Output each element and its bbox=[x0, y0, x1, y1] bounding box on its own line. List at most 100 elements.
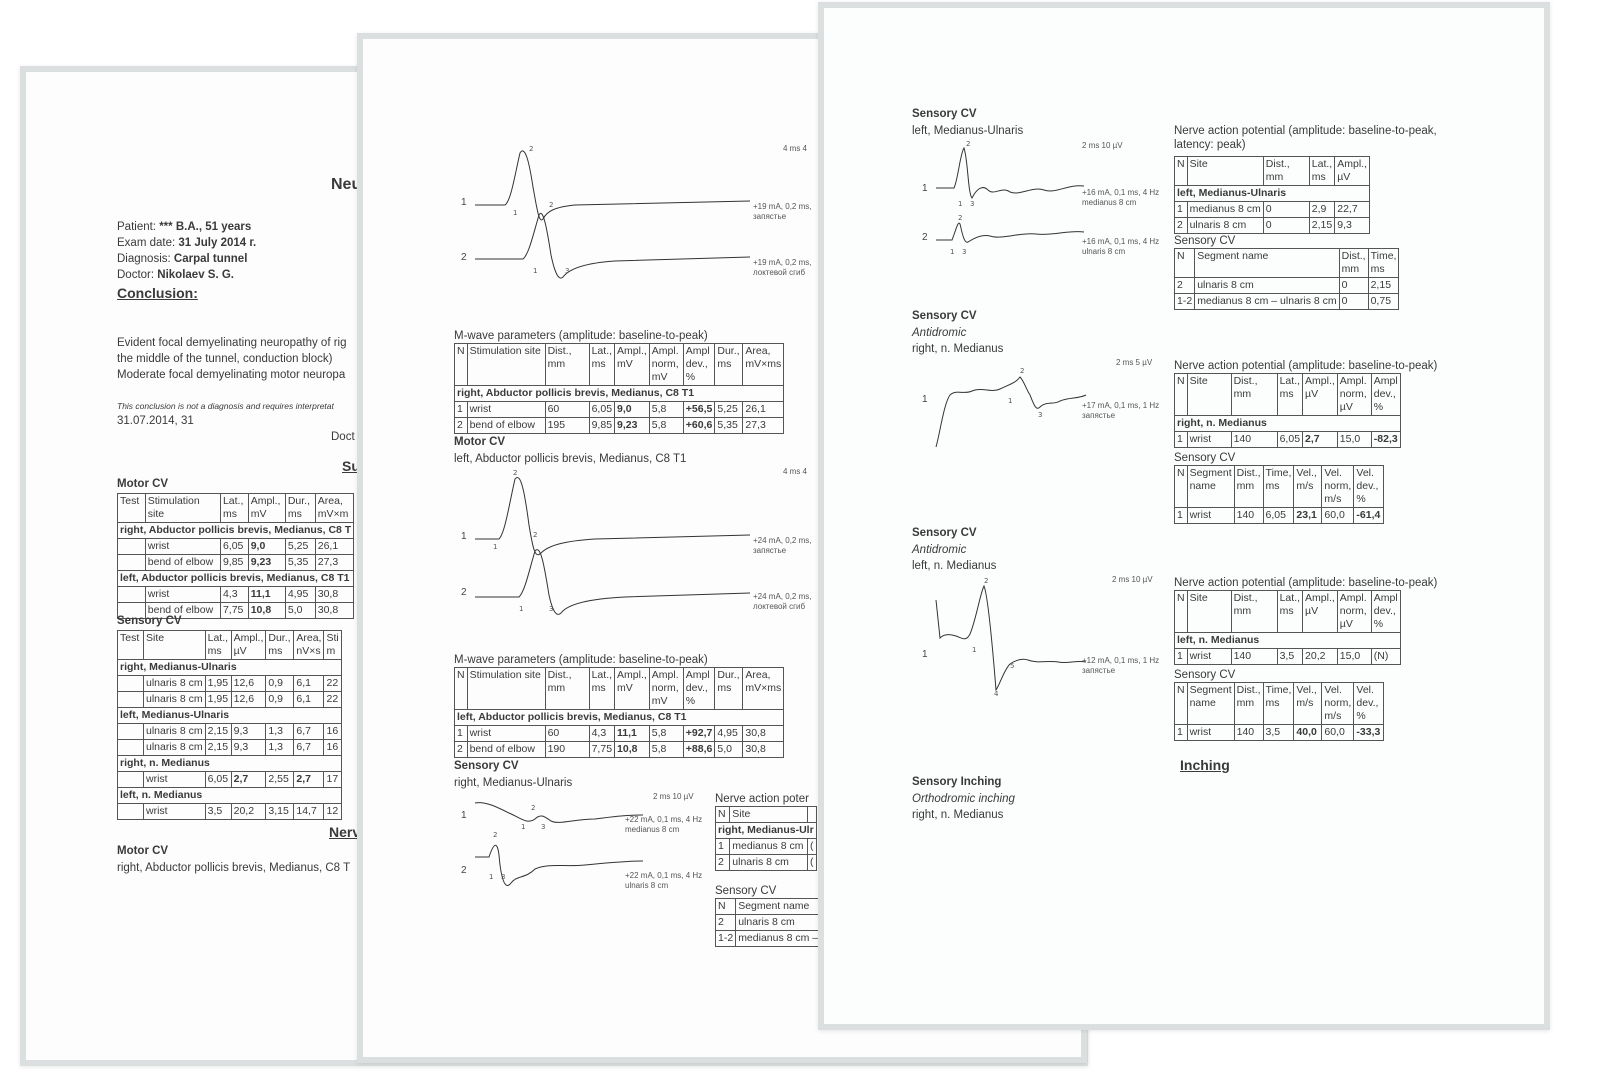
table-cell: wrist bbox=[143, 771, 206, 788]
table-cell: 1-2 bbox=[714, 930, 737, 947]
table-cell: ulnaris 8 cm bbox=[143, 691, 206, 708]
doctor-label: Doctor: bbox=[117, 269, 155, 281]
table-cell: 1,3 bbox=[265, 739, 295, 756]
table-cell: 5,25 bbox=[714, 401, 744, 418]
table-cell: 140 bbox=[1230, 648, 1278, 665]
table-cell: 30,8 bbox=[742, 725, 785, 742]
table-header-cell: Test bbox=[117, 630, 144, 660]
table-header-cell: Stimulation site bbox=[466, 667, 546, 710]
report-title: Neu bbox=[331, 176, 362, 193]
block3-title: Sensory CV bbox=[912, 527, 977, 539]
table-header-cell: Segment name bbox=[735, 898, 827, 915]
table-cell: +92,7 bbox=[682, 725, 716, 742]
table-header-cell: Dur., ms bbox=[265, 630, 295, 660]
table-cell: 9,0 bbox=[247, 538, 286, 555]
motor-cv-title: Motor CV bbox=[454, 436, 506, 448]
table-cell: 26,1 bbox=[742, 401, 785, 418]
table-cell: 2,15 bbox=[1367, 277, 1400, 294]
table-header-cell: Site bbox=[1186, 156, 1264, 186]
table-header-cell: Lat., ms bbox=[1276, 373, 1304, 416]
inching-mode: Orthodromic inching bbox=[912, 793, 1015, 805]
table-group-row: left, Medianus-Ulnaris bbox=[1174, 185, 1370, 202]
table-cell: 9,3 bbox=[1334, 217, 1370, 234]
trace-row-label-3: 1 bbox=[461, 531, 467, 542]
table-cell: 2,9 bbox=[1308, 201, 1336, 218]
block2-mode: Antidromic bbox=[912, 327, 967, 339]
table-cell: 5,8 bbox=[648, 417, 684, 434]
table-header-cell: Test bbox=[117, 493, 146, 523]
svg-text:3: 3 bbox=[565, 267, 569, 275]
block3-nap-title: Nerve action potential (amplitude: basel… bbox=[1174, 577, 1438, 589]
table-cell: ( bbox=[807, 838, 817, 855]
table-cell bbox=[117, 739, 144, 756]
table-cell: 15,0 bbox=[1336, 648, 1372, 665]
table-cell: 11,1 bbox=[247, 586, 286, 603]
table-header-cell: Dur., ms bbox=[714, 343, 744, 386]
table-cell: bend of elbow bbox=[466, 417, 546, 434]
svg-text:1: 1 bbox=[950, 248, 954, 256]
block1-scv-title: Sensory CV bbox=[1174, 235, 1236, 247]
table-cell bbox=[117, 586, 146, 603]
table-cell: 3,5 bbox=[1262, 724, 1295, 741]
motor-cv-subtitle-2: right, Abductor pollicis brevis, Medianu… bbox=[117, 862, 351, 874]
table-cell: wrist bbox=[1186, 648, 1232, 665]
table-header-cell: Dist., mm bbox=[1230, 590, 1278, 633]
table-cell: 9,85 bbox=[219, 554, 249, 571]
table-cell: 20,2 bbox=[1302, 648, 1338, 665]
svg-text:1: 1 bbox=[533, 267, 537, 275]
table-header-cell: Lat., ms bbox=[588, 343, 616, 386]
table-cell: +88,6 bbox=[682, 741, 716, 758]
table-cell: 0 bbox=[1338, 293, 1369, 310]
table-cell: wrist bbox=[1186, 507, 1235, 524]
svg-text:5: 5 bbox=[1010, 662, 1014, 670]
table-cell: ulnaris 8 cm bbox=[1194, 277, 1340, 294]
table-cell: 17 bbox=[323, 771, 342, 788]
table-group-cell: left, Abductor pollicis brevis, Medianus… bbox=[453, 709, 785, 726]
table-cell: 2,55 bbox=[265, 771, 295, 788]
table-cell: ulnaris 8 cm bbox=[143, 675, 206, 692]
block3-scale: 2 ms 10 µV bbox=[1112, 575, 1153, 584]
table-cell: 16 bbox=[323, 739, 342, 756]
svg-text:1: 1 bbox=[513, 209, 517, 217]
table-cell: 6,7 bbox=[293, 723, 325, 740]
conclusion-heading: Conclusion: bbox=[117, 285, 198, 301]
table-cell: 140 bbox=[1233, 724, 1264, 741]
svg-text:2: 2 bbox=[513, 469, 517, 477]
table-header-cell: Area, mV×m bbox=[314, 493, 355, 523]
table-group-cell: left, Medianus-Ulnaris bbox=[117, 707, 342, 724]
table-header-cell: Vel. norm, m/s bbox=[1321, 465, 1355, 508]
table-cell: -61,4 bbox=[1353, 507, 1385, 524]
table-cell: 2,15 bbox=[204, 723, 232, 740]
table-header-cell: Time, ms bbox=[1367, 248, 1400, 278]
block2-scv-title: Sensory CV bbox=[1174, 452, 1236, 464]
table-cell: wrist bbox=[1186, 431, 1232, 448]
block2-scale: 2 ms 5 µV bbox=[1116, 358, 1153, 367]
table-cell: 22,7 bbox=[1334, 201, 1370, 218]
diagnosis-line: Diagnosis: Carpal tunnel bbox=[117, 252, 247, 266]
table-header-cell: Segment name bbox=[1186, 465, 1235, 508]
patient-value: *** B.A., 51 years bbox=[159, 221, 252, 233]
table-cell: 1 bbox=[1174, 724, 1188, 741]
conclusion-line-3: Moderate focal demyelinating motor neuro… bbox=[117, 369, 346, 381]
svg-text:2: 2 bbox=[529, 145, 533, 153]
table-header-cell: Dist., mm bbox=[1262, 156, 1310, 186]
summary-heading: Su bbox=[342, 458, 360, 474]
table-header-cell: Ampl., mV bbox=[247, 493, 286, 523]
block2-waveform: 213 bbox=[935, 367, 1087, 448]
